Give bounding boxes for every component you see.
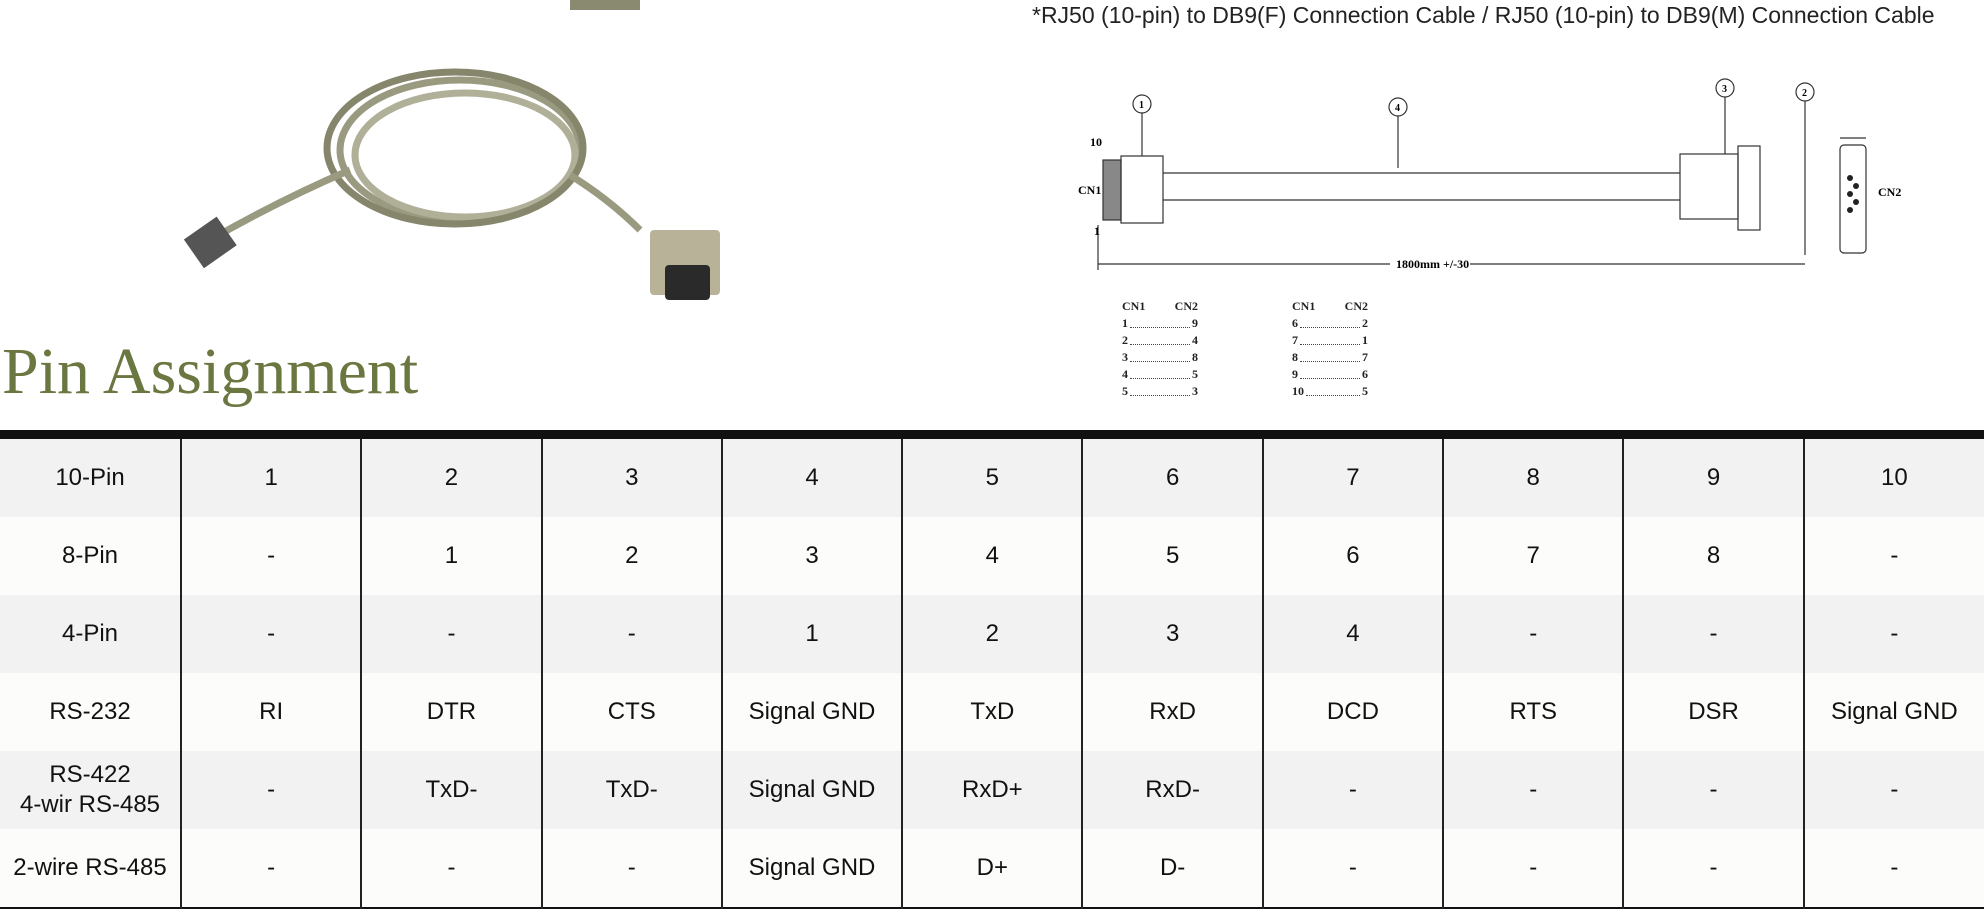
table-cell: 3	[720, 517, 903, 595]
table-cell: -	[179, 829, 362, 908]
table-cell: -	[360, 595, 542, 673]
table-cell: 3	[540, 434, 722, 517]
table-cell: 4	[901, 517, 1083, 595]
table-cell: -	[360, 829, 542, 908]
table-cell: -	[540, 829, 722, 908]
table-cell: -	[1802, 517, 1984, 595]
table-cell: RTS	[1442, 673, 1624, 751]
callout-4: 4	[1395, 103, 1400, 114]
table-cell: DSR	[1622, 673, 1804, 751]
table-cell: 9	[1622, 434, 1804, 517]
row-header-cell: 8-Pin	[61, 542, 119, 569]
table-cell: Signal GND	[720, 829, 903, 908]
row-header-cell: 4-Pin	[61, 620, 119, 647]
table-cell: 10	[1802, 434, 1984, 517]
table-cell: 8	[1442, 434, 1624, 517]
row-header-cell: RS-232	[49, 698, 131, 725]
table-cell: 7	[1442, 517, 1624, 595]
table-cell: RxD+	[901, 751, 1083, 829]
table-cell: -	[1802, 595, 1984, 673]
table-cell: -	[1261, 751, 1444, 829]
table-cell: -	[179, 751, 362, 829]
length-label: 1800mm +/-30	[1396, 257, 1469, 271]
table-cell: Signal GND	[1802, 673, 1984, 751]
table-cell: RI	[179, 673, 362, 751]
cn2-label: CN2	[1878, 185, 1901, 199]
table-cell: 6	[1261, 517, 1444, 595]
table-cell: 1	[720, 595, 903, 673]
table-cell: RxD	[1081, 673, 1263, 751]
table-cell: TxD	[901, 673, 1083, 751]
table-cell: 3	[1081, 595, 1263, 673]
table-cell: 4	[1261, 595, 1444, 673]
table-cell: 2	[901, 595, 1083, 673]
table-cell: -	[1802, 751, 1984, 829]
table-cell: D+	[901, 829, 1083, 908]
table-cell: -	[1622, 595, 1804, 673]
table-cell: 6	[1081, 434, 1263, 517]
table-cell: RxD-	[1081, 751, 1263, 829]
callout-1: 1	[1139, 100, 1144, 111]
table-cell: 1	[360, 517, 542, 595]
table-cell: 2	[360, 434, 542, 517]
table-cell: CTS	[540, 673, 722, 751]
section-title: Pin Assignment	[2, 335, 419, 408]
cable-photo	[183, 0, 720, 300]
callout-3: 3	[1722, 84, 1727, 95]
table-cell: -	[540, 595, 722, 673]
table-cell: 5	[901, 434, 1083, 517]
table-cell: -	[1261, 829, 1444, 908]
table-cell: TxD-	[360, 751, 542, 829]
cable-caption: *RJ50 (10-pin) to DB9(F) Connection Cabl…	[1032, 2, 1935, 28]
table-cell: Signal GND	[720, 673, 903, 751]
table-cell: -	[1802, 829, 1984, 908]
table-cell: -	[1442, 751, 1624, 829]
table-cell: 5	[1081, 517, 1263, 595]
cn1-label: CN1	[1078, 183, 1101, 197]
table-cell: -	[1442, 595, 1624, 673]
row-header-cell: 2-wire RS-485	[13, 854, 167, 881]
table-cell: -	[1622, 751, 1804, 829]
table-cell: 7	[1261, 434, 1444, 517]
table-cell: 4	[720, 434, 903, 517]
pin-10-label: 10	[1090, 135, 1102, 149]
callout-2: 2	[1802, 88, 1807, 99]
table-cell: 2	[540, 517, 722, 595]
row-header-cell: 10-Pin	[55, 464, 125, 491]
table-cell: TxD-	[540, 751, 722, 829]
table-cell: Signal GND	[720, 751, 903, 829]
cable-diagram: 10 CN1 1 CN2 1800mm +/-30 1 4 3 2	[1078, 78, 1901, 271]
table-cell: 1	[179, 434, 362, 517]
table-cell: -	[1622, 829, 1804, 908]
pin-1-label: 1	[1094, 224, 1100, 238]
table-cell: -	[179, 595, 362, 673]
table-cell: -	[1442, 829, 1624, 908]
table-cell: DCD	[1261, 673, 1444, 751]
table-cell: 8	[1622, 517, 1804, 595]
table-cell: -	[179, 517, 362, 595]
table-cell: D-	[1081, 829, 1263, 908]
table-cell: DTR	[360, 673, 542, 751]
row-header-cell: RS-422 4-wir RS-485	[19, 761, 161, 818]
